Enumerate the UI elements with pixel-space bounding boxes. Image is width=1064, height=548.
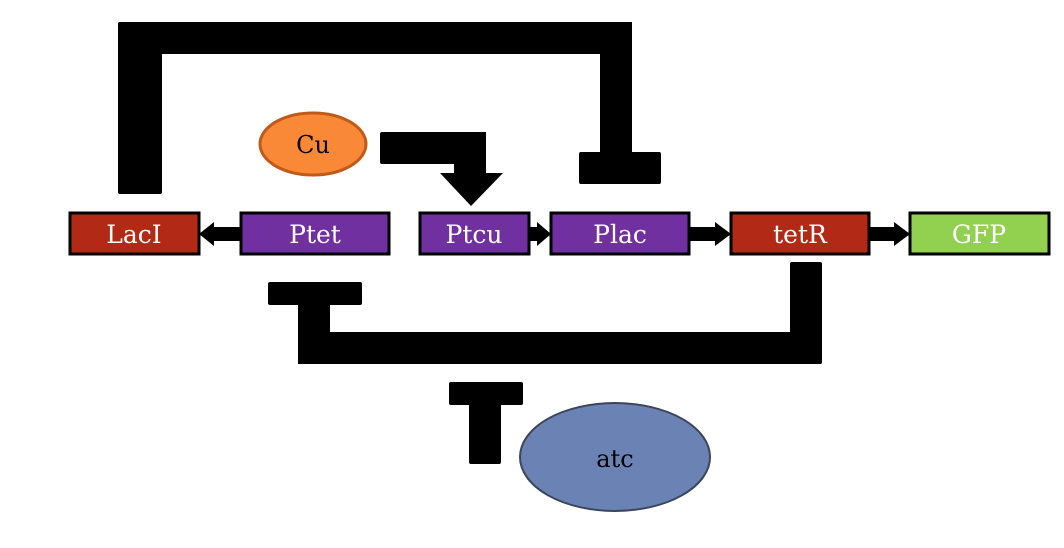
inducer-label: atc <box>596 445 633 473</box>
part-plac: Plac <box>549 211 691 256</box>
part-laci: LacI <box>68 211 201 256</box>
edge-cu-activates-ptcu <box>380 132 503 206</box>
part-label: GFP <box>952 220 1006 249</box>
edge-plac-to-tetr <box>689 222 731 246</box>
part-ptet: Ptet <box>239 211 391 256</box>
part-label: LacI <box>106 220 161 249</box>
repression-bar <box>268 282 362 305</box>
part-gfp: GFP <box>908 211 1051 256</box>
part-label: Ptcu <box>446 220 503 249</box>
edge-tetr-to-gfp <box>869 222 910 246</box>
edge-atc-represses-tetr <box>449 382 523 464</box>
edge-ptet-to-laci <box>199 222 242 246</box>
part-label: Plac <box>593 220 647 249</box>
part-ptcu: Ptcu <box>418 211 531 256</box>
inducer-label: Cu <box>296 131 330 159</box>
part-label: Ptet <box>289 220 341 249</box>
part-tetr: tetR <box>729 211 871 256</box>
edge-ptcu-to-plac <box>529 222 551 246</box>
edge-laci-represses-plac <box>118 22 661 194</box>
inducer-cu: Cu <box>258 111 368 177</box>
arrow-head <box>440 173 503 206</box>
repression-bar <box>579 152 661 184</box>
part-label: tetR <box>773 220 828 249</box>
inducer-atc: atc <box>519 402 711 512</box>
edge-tetr-represses-ptet <box>268 262 822 364</box>
